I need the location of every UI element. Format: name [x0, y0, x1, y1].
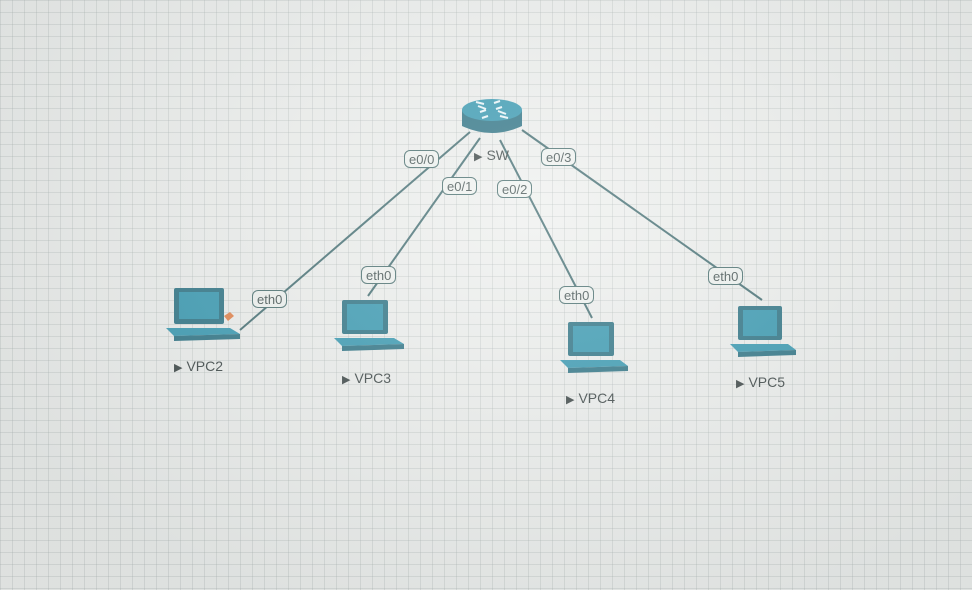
port-vpc3-eth0[interactable]: eth0 [361, 266, 397, 284]
port-sw-e0-3[interactable]: e0/3 [541, 148, 577, 166]
vpc3-label[interactable]: ▶VPC3 [342, 370, 391, 386]
vpc5-name: VPC5 [748, 374, 786, 390]
vpc4-label[interactable]: ▶VPC4 [566, 390, 615, 406]
switch-label[interactable]: ▶SW [474, 147, 509, 163]
pc-icon[interactable] [728, 304, 798, 358]
switch-name: SW [486, 147, 510, 163]
port-sw-e0-0[interactable]: e0/0 [404, 150, 440, 168]
port-vpc4-eth0[interactable]: eth0 [559, 286, 595, 304]
play-icon: ▶ [342, 374, 351, 386]
port-vpc5-eth0[interactable]: eth0 [708, 267, 744, 285]
port-vpc2-eth0[interactable]: eth0 [252, 290, 288, 308]
port-sw-e0-2[interactable]: e0/2 [497, 180, 533, 198]
play-icon: ▶ [474, 151, 483, 163]
pc-icon[interactable] [332, 298, 406, 352]
play-icon: ▶ [566, 394, 575, 406]
port-sw-e0-1[interactable]: e0/1 [442, 177, 478, 195]
pc-icon[interactable] [164, 286, 242, 342]
vpc5-label[interactable]: ▶VPC5 [736, 374, 785, 390]
play-icon: ▶ [174, 362, 183, 374]
play-icon: ▶ [736, 378, 745, 390]
vpc2-label[interactable]: ▶VPC2 [174, 358, 223, 374]
switch-icon[interactable] [458, 96, 526, 142]
vpc2-name: VPC2 [186, 358, 224, 374]
vpc3-name: VPC3 [354, 370, 392, 386]
vpc4-name: VPC4 [578, 390, 616, 406]
pc-icon[interactable] [558, 320, 630, 374]
